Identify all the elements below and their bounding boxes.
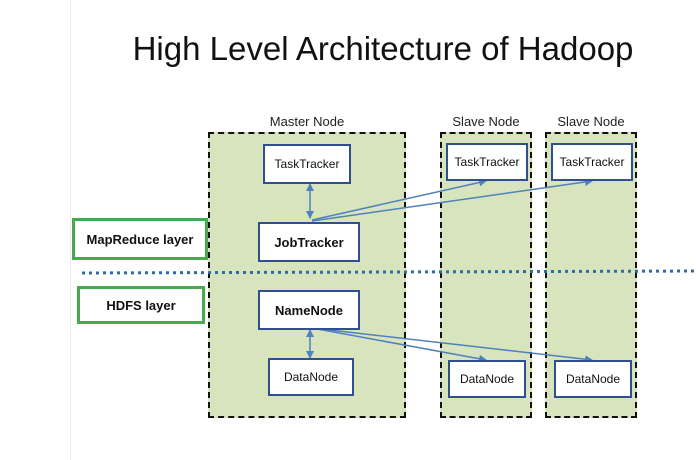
slave2-datanode-box: DataNode: [554, 360, 632, 398]
slave1-datanode-box: DataNode: [448, 360, 526, 398]
master-node-label: Master Node: [269, 114, 345, 129]
page-title: High Level Architecture of Hadoop: [132, 30, 634, 67]
master-tasktracker-box: TaskTracker: [263, 144, 351, 184]
slave-node-label-1: Slave Node: [452, 114, 520, 129]
jobtracker-box: JobTracker: [258, 222, 360, 262]
namenode-box: NameNode: [258, 290, 360, 330]
slave2-tasktracker-box: TaskTracker: [551, 143, 633, 181]
slave1-tasktracker-box: TaskTracker: [446, 143, 528, 181]
slide-edge: [70, 0, 71, 460]
slave-node-label-2: Slave Node: [557, 114, 625, 129]
hdfs-layer-label: HDFS layer: [77, 286, 205, 324]
master-datanode-box: DataNode: [268, 358, 354, 396]
mapreduce-layer-label: MapReduce layer: [72, 218, 208, 260]
